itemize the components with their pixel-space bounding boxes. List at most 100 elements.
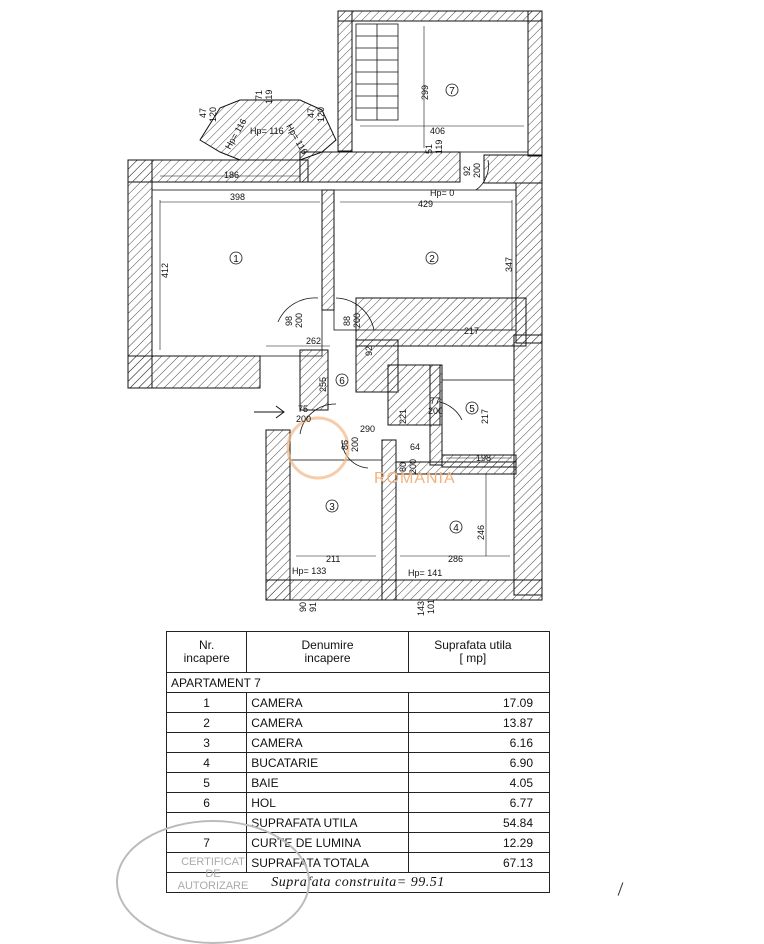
dim-75: 75: [298, 404, 308, 414]
dim-200f: 200: [350, 437, 360, 452]
dim-119b: 119: [434, 140, 444, 154]
row-name: HOL: [246, 792, 409, 813]
dim-119a: 119: [264, 90, 274, 104]
dim-64: 64: [410, 442, 420, 452]
dim-hp116b: Hp= 116: [250, 126, 284, 136]
dim-211: 211: [326, 554, 340, 564]
dim-286: 286: [448, 554, 463, 564]
section-row: APARTAMENT 7: [166, 672, 550, 693]
room-label-1: 1: [233, 254, 239, 265]
dim-290: 290: [360, 424, 375, 434]
dim-299: 299: [420, 85, 430, 100]
room-label-2: 2: [429, 254, 435, 265]
pen-mark: [617, 882, 624, 896]
table-row: SUPRAFATA TOTALA 67.13: [165, 852, 551, 873]
dim-398: 398: [230, 192, 245, 202]
dim-200b: 200: [294, 313, 304, 328]
constructed-area: Suprafata construita= 99.51: [166, 872, 550, 893]
dim-hp141: Hp= 141: [408, 568, 442, 578]
header-area: Suprafata utila[ mp]: [407, 631, 551, 673]
row-name: SUPRAFATA UTILA: [246, 812, 409, 833]
floor-plan: 1 2 3 4 5 6 7 47 120 71 119 47 120 Hp= 1…: [127, 10, 543, 616]
row-nr: 6: [165, 792, 248, 813]
room-label-5: 5: [469, 404, 475, 415]
row-nr: [165, 812, 248, 833]
dim-77: 77: [430, 396, 440, 406]
row-nr: 3: [165, 732, 248, 753]
dim-120a: 120: [208, 107, 218, 122]
row-name: CAMERA: [246, 712, 409, 733]
dim-98: 98: [284, 316, 294, 326]
row-area: 6.90: [407, 752, 551, 773]
dim-71: 71: [254, 90, 264, 100]
row-nr: 2: [165, 712, 248, 733]
dim-217a: 217: [464, 326, 479, 336]
constructed-area-row: Suprafata construita= 99.51: [166, 872, 550, 893]
walls: [127, 10, 543, 601]
table-row: SUPRAFATA UTILA 54.84: [165, 812, 551, 833]
room-label-4: 4: [453, 523, 459, 534]
row-nr: 1: [165, 692, 248, 713]
dim-217b: 217: [480, 409, 490, 424]
dim-91: 91: [308, 602, 318, 612]
dim-51: 51: [424, 144, 434, 154]
dim-221: 221: [398, 409, 408, 424]
table-row: 6 HOL 6.77: [165, 792, 551, 813]
row-area: 13.87: [407, 712, 551, 733]
room-labels: 1 2 3 4 5 6 7: [229, 83, 479, 534]
dim-246: 246: [476, 525, 486, 540]
row-name: CURTE DE LUMINA: [246, 832, 409, 853]
dim-186: 186: [224, 170, 239, 180]
dim-198: 198: [476, 453, 491, 463]
dim-143: 143: [416, 601, 426, 616]
dim-429: 429: [418, 199, 433, 209]
entry-arrow-icon: [254, 405, 285, 419]
row-area: 67.13: [407, 852, 551, 873]
dimension-lines: [159, 26, 524, 557]
row-area: 54.84: [407, 812, 551, 833]
dim-101: 101: [426, 599, 436, 614]
row-nr: 5: [165, 772, 248, 793]
table-row: 4 BUCATARIE 6.90: [165, 752, 551, 773]
header-nr: Nr.incapere: [165, 631, 248, 673]
dim-200g: 200: [408, 459, 418, 474]
dim-hp0: Hp= 0: [430, 188, 454, 198]
row-name: BAIE: [246, 772, 409, 793]
dim-120b: 120: [316, 107, 326, 122]
dim-200c: 200: [352, 313, 362, 328]
row-name: CAMERA: [246, 732, 409, 753]
row-nr: [165, 852, 248, 873]
table-row: 5 BAIE 4.05: [165, 772, 551, 793]
row-area: 4.05: [407, 772, 551, 793]
row-area: 6.16: [407, 732, 551, 753]
dim-47a: 47: [198, 108, 208, 118]
row-nr: 4: [165, 752, 248, 773]
dim-hp133: Hp= 133: [292, 566, 326, 576]
dim-47b: 47: [306, 108, 316, 118]
row-nr: 7: [165, 832, 248, 853]
row-area: 12.29: [407, 832, 551, 853]
dim-90: 90: [298, 602, 308, 612]
row-area: 17.09: [407, 692, 551, 713]
dim-200a: 200: [472, 163, 482, 178]
room-label-3: 3: [329, 502, 335, 513]
door-swings: [277, 159, 489, 469]
dim-200e: 200: [428, 406, 443, 416]
watermark-ring: [286, 416, 350, 480]
room-label-7: 7: [449, 86, 455, 97]
table-row: 1 CAMERA 17.09: [165, 692, 551, 713]
stairs: [355, 23, 399, 121]
dim-255: 255: [318, 377, 328, 392]
table-row: 7 CURTE DE LUMINA 12.29: [165, 832, 551, 853]
watermark-text: ROMANIA: [374, 470, 456, 487]
section-label: APARTAMENT 7: [166, 672, 550, 693]
dim-347: 347: [504, 257, 514, 272]
dim-92b: 92: [364, 346, 374, 356]
row-name: SUPRAFATA TOTALA: [246, 852, 409, 873]
dim-200d: 200: [296, 414, 311, 424]
row-name: BUCATARIE: [246, 752, 409, 773]
table-row: 3 CAMERA 6.16: [165, 732, 551, 753]
